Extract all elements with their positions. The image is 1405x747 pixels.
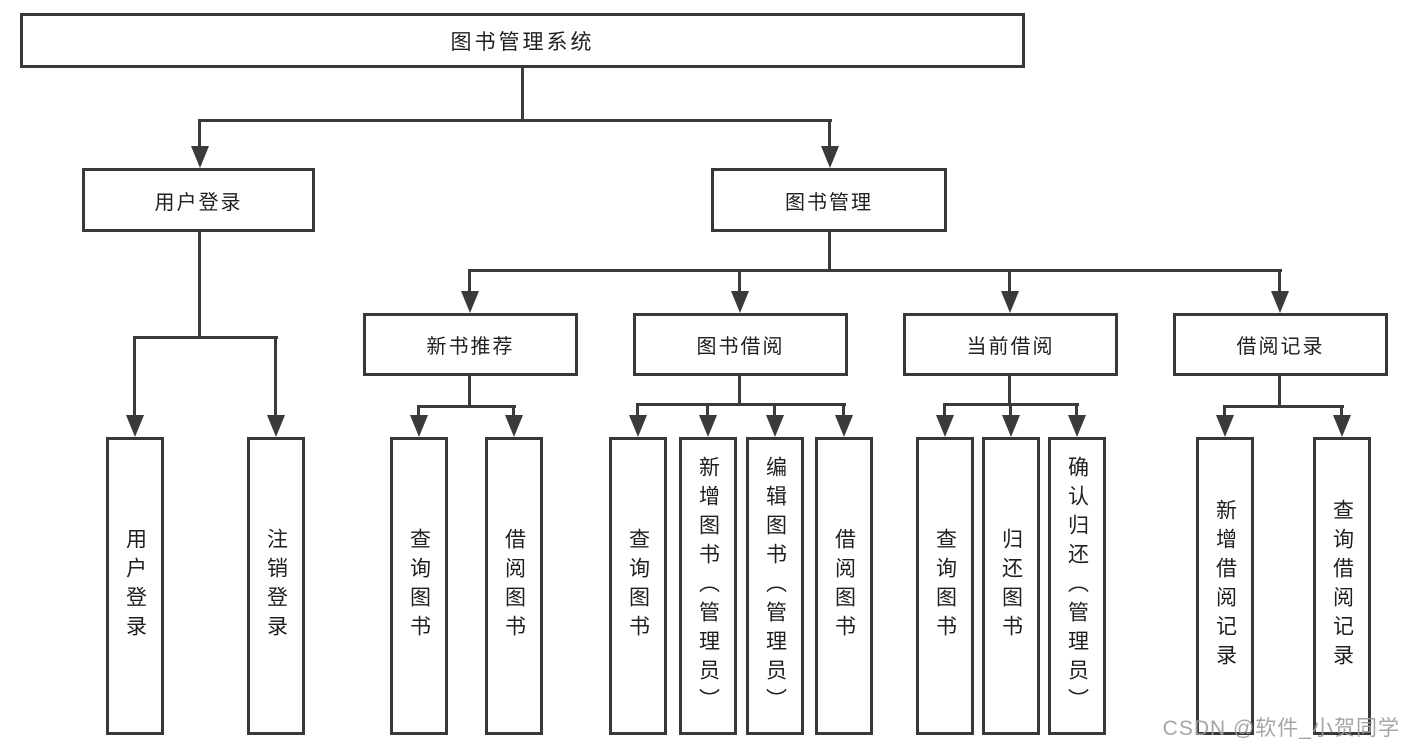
connector-line (274, 336, 277, 417)
leaf-query-borrow-record-label: 查询借阅记录 (1330, 499, 1354, 673)
connector-line (943, 403, 946, 417)
leaf-query-books-borrow-label: 查询图书 (626, 528, 650, 644)
arrowhead-icon (410, 415, 428, 437)
connector-line (1009, 403, 1012, 417)
node-borrow-records-label: 借阅记录 (1236, 336, 1325, 358)
leaf-borrow-books-recommend-label: 借阅图书 (502, 528, 526, 644)
connector-line (842, 403, 845, 417)
leaf-borrow-books: 借阅图书 (815, 437, 873, 735)
connector-line (468, 269, 1282, 272)
connector-line (417, 405, 516, 408)
connector-line (1278, 269, 1281, 295)
node-user-login: 用户登录 (82, 168, 315, 232)
connector-line (512, 405, 515, 417)
connector-line (417, 405, 420, 417)
arrowhead-icon (766, 415, 784, 437)
connector-line (133, 336, 136, 417)
arrowhead-icon (835, 415, 853, 437)
arrowhead-icon (1333, 415, 1351, 437)
leaf-query-books-borrow: 查询图书 (609, 437, 667, 735)
node-book-management-label: 图书管理 (785, 191, 873, 214)
arrowhead-icon (126, 415, 144, 437)
connector-line (1008, 269, 1011, 295)
leaf-borrow-books-recommend: 借阅图书 (485, 437, 543, 735)
leaf-query-books-recommend-label: 查询图书 (407, 528, 431, 644)
arrowhead-icon (191, 146, 209, 168)
connector-line (773, 403, 776, 417)
connector-line (1008, 376, 1011, 406)
leaf-query-books-current: 查询图书 (916, 437, 974, 735)
connector-line (521, 68, 524, 121)
arrowhead-icon (936, 415, 954, 437)
connector-line (133, 336, 278, 339)
connector-line (1278, 376, 1281, 408)
connector-line (199, 119, 832, 122)
leaf-user-login: 用户登录 (106, 437, 164, 735)
leaf-add-book-admin: 新增图书（管理员） (679, 437, 737, 735)
connector-line (1340, 405, 1343, 417)
arrowhead-icon (731, 291, 749, 313)
leaf-return-books-label: 归还图书 (999, 528, 1023, 644)
leaf-logout-label: 注销登录 (264, 528, 288, 644)
connector-line (706, 403, 709, 417)
leaf-query-borrow-record: 查询借阅记录 (1313, 437, 1371, 735)
node-root: 图书管理系统 (20, 13, 1025, 68)
leaf-confirm-return-admin-label: 确认归还（管理员） (1065, 455, 1089, 717)
leaf-edit-book-admin: 编辑图书（管理员） (746, 437, 804, 735)
arrowhead-icon (629, 415, 647, 437)
arrowhead-icon (1271, 291, 1289, 313)
arrowhead-icon (1068, 415, 1086, 437)
connector-line (198, 119, 201, 148)
node-current-borrow: 当前借阅 (903, 313, 1118, 376)
connector-line (468, 269, 471, 295)
node-current-borrow-label: 当前借阅 (966, 336, 1055, 358)
leaf-add-borrow-record: 新增借阅记录 (1196, 437, 1254, 735)
connector-line (636, 403, 846, 406)
node-new-book-recommend-label: 新书推荐 (426, 336, 515, 358)
connector-line (828, 119, 831, 148)
node-book-borrow-label: 图书借阅 (696, 336, 785, 358)
leaf-return-books: 归还图书 (982, 437, 1040, 735)
arrowhead-icon (821, 146, 839, 168)
watermark-text: CSDN @软件_小贺同学 (1162, 717, 1400, 740)
leaf-borrow-books-label: 借阅图书 (832, 528, 856, 644)
arrowhead-icon (699, 415, 717, 437)
arrowhead-icon (1002, 415, 1020, 437)
connector-line (468, 376, 471, 408)
leaf-add-borrow-record-label: 新增借阅记录 (1213, 499, 1237, 673)
node-root-label: 图书管理系统 (450, 30, 595, 54)
arrowhead-icon (505, 415, 523, 437)
leaf-query-books-recommend: 查询图书 (390, 437, 448, 735)
connector-line (738, 269, 741, 295)
arrowhead-icon (1216, 415, 1234, 437)
leaf-confirm-return-admin: 确认归还（管理员） (1048, 437, 1106, 735)
connector-line (636, 403, 639, 417)
arrowhead-icon (1001, 291, 1019, 313)
arrowhead-icon (267, 415, 285, 437)
node-book-management: 图书管理 (711, 168, 947, 232)
connector-line (738, 376, 741, 406)
node-new-book-recommend: 新书推荐 (363, 313, 578, 376)
node-borrow-records: 借阅记录 (1173, 313, 1388, 376)
leaf-user-login-label: 用户登录 (123, 528, 147, 644)
leaf-add-book-admin-label: 新增图书（管理员） (696, 455, 720, 717)
connector-line (198, 232, 201, 339)
connector-line (1223, 405, 1344, 408)
connector-line (1223, 405, 1226, 417)
arrowhead-icon (461, 291, 479, 313)
connector-line (828, 232, 831, 272)
node-book-borrow: 图书借阅 (633, 313, 848, 376)
connector-line (1075, 403, 1078, 417)
leaf-query-books-current-label: 查询图书 (933, 528, 957, 644)
leaf-logout: 注销登录 (247, 437, 305, 735)
leaf-edit-book-admin-label: 编辑图书（管理员） (763, 455, 787, 717)
node-user-login-label: 用户登录 (154, 191, 243, 214)
